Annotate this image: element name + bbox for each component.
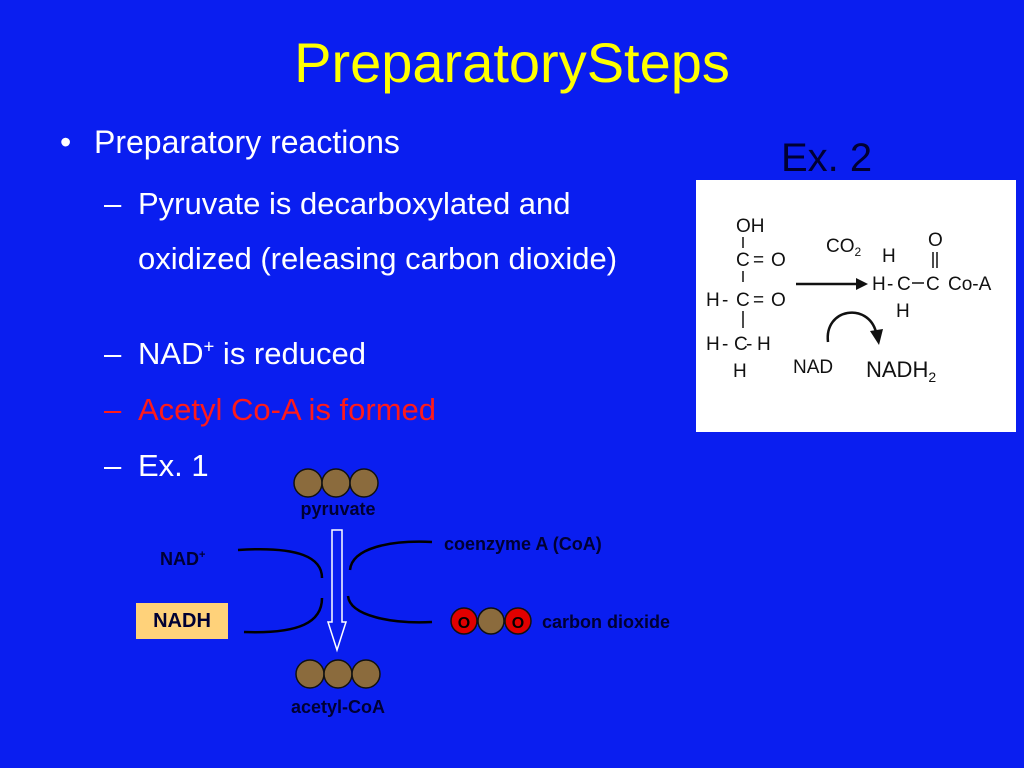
- nad-curve: [237, 548, 324, 579]
- acetyl-atom-2: [323, 659, 353, 689]
- pyr-dash2: -: [722, 334, 728, 355]
- carbon-atom: [477, 607, 505, 635]
- pyr-dash1: -: [722, 290, 728, 311]
- nadh2-label: NADH2: [866, 357, 936, 385]
- sub-text-pyruvate: Pyruvate is decarboxylated and oxidized …: [138, 186, 618, 276]
- pyr-oh: OH: [736, 216, 765, 237]
- pyr-o2: O: [771, 290, 786, 311]
- pyr-c2: C: [736, 290, 750, 311]
- sub-text-acetyl: Acetyl Co-A is formed: [138, 392, 437, 427]
- reaction-structure-svg: OH C = O H - C = O H - C - H H CO2 H O H…: [706, 216, 992, 385]
- pyruvate-label: pyruvate: [300, 499, 375, 519]
- carbon-dioxide-label: carbon dioxide: [542, 612, 670, 632]
- acet-c2: C: [926, 274, 940, 295]
- sub-dash: –: [104, 392, 122, 427]
- pyruvate-atom-1: [293, 468, 323, 498]
- sub-dash: –: [104, 448, 122, 483]
- ex2-label: Ex. 2: [781, 136, 873, 180]
- sub-dash: –: [104, 186, 122, 221]
- pyr-c1: C: [736, 250, 750, 271]
- pyr-h2: H: [706, 334, 720, 355]
- nad-label-ex2: NAD: [793, 357, 833, 378]
- nad-plus-label: NAD+: [160, 549, 205, 569]
- reaction-structure-image: OH C = O H - C = O H - C - H H CO2 H O H…: [696, 180, 1016, 432]
- acet-h1: H: [882, 246, 896, 267]
- acetyl-atom-1: [295, 659, 325, 689]
- slide-title: PreparatorySteps: [294, 31, 730, 94]
- acetyl-coa-label: acetyl-CoA: [291, 697, 385, 717]
- pyruvate-atom-2: [321, 468, 351, 498]
- bullet-dot: •: [60, 124, 72, 160]
- nad-rest: is reduced: [214, 336, 366, 371]
- acet-coa: Co-A: [948, 274, 992, 295]
- acet-h3: H: [896, 301, 910, 322]
- nadh-box: NADH: [136, 603, 228, 639]
- pyr-dash3: -: [746, 334, 752, 355]
- pyr-h3: H: [757, 334, 771, 355]
- sub-text-ex1: Ex. 1: [138, 448, 209, 483]
- oxygen-atom-2: [504, 607, 532, 635]
- sub-text-nad: NAD+ is reduced: [138, 326, 366, 381]
- oxygen-atom-1: [450, 607, 478, 635]
- bullet-text: Preparatory reactions: [94, 124, 400, 160]
- acet-c1: C: [897, 274, 911, 295]
- nad-superscript: +: [203, 335, 215, 357]
- reaction-arrow: [326, 529, 348, 653]
- oxygen-atom-2-label: O: [512, 615, 524, 632]
- pyr-o1: O: [771, 250, 786, 271]
- coa-curve: [348, 540, 433, 571]
- pyr-h1: H: [706, 290, 720, 311]
- pyr-eq2: =: [753, 290, 764, 311]
- acetyl-atom-3: [351, 659, 381, 689]
- acet-h2: H: [872, 274, 886, 295]
- pyr-c3: C: [734, 334, 748, 355]
- co2-label: CO2: [826, 236, 862, 259]
- pyr-h4: H: [733, 361, 747, 382]
- pyruvate-atom-3: [349, 468, 379, 498]
- oxygen-atom-1-label: O: [458, 615, 470, 632]
- sub-dash: –: [104, 336, 122, 371]
- acet-dash1: -: [887, 274, 893, 295]
- acet-o: O: [928, 230, 943, 251]
- coenzyme-label: coenzyme A (CoA): [444, 534, 602, 554]
- co2-curve: [346, 595, 433, 624]
- nadh-curve: [243, 597, 324, 634]
- nad-text: NAD: [138, 336, 204, 371]
- pyr-eq1: =: [753, 250, 764, 271]
